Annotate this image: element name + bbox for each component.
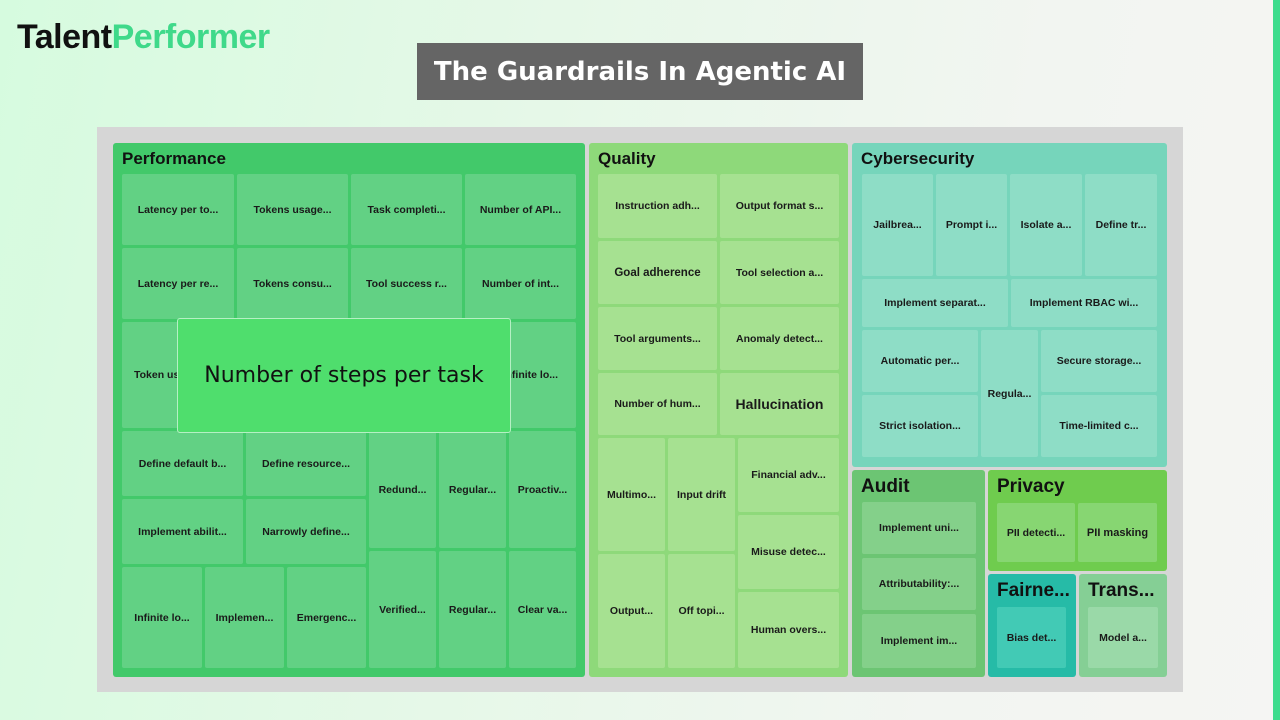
treemap-cell[interactable]: Latency per re... [122,248,234,319]
treemap-cell[interactable]: Strict isolation... [862,395,978,457]
treemap-cell[interactable]: Define default b... [122,431,243,496]
group-title-performance: Performance [122,149,226,168]
treemap-cell[interactable]: Hallucination [720,373,839,435]
treemap-cell[interactable]: Regular... [439,431,506,548]
treemap-cell[interactable]: Tool arguments... [598,307,717,370]
group-cybersecurity[interactable]: Cybersecurity Jailbrea... Prompt i... Is… [852,143,1167,467]
treemap-cell[interactable]: Off topi... [668,554,735,668]
treemap-cell[interactable]: Number of API... [465,174,576,245]
group-privacy[interactable]: Privacy PII detecti... PII masking [988,470,1167,571]
treemap-cell[interactable]: Implement im... [862,614,976,668]
accent-bar [1273,0,1280,720]
treemap-cell[interactable]: Infinite lo... [122,567,202,668]
treemap-cell[interactable]: Multimo... [598,438,665,551]
treemap-cell[interactable]: Clear va... [509,551,576,668]
hover-tooltip: Number of steps per task [177,318,511,433]
group-title-cybersecurity: Cybersecurity [861,149,975,168]
treemap-cell[interactable]: Input drift [668,438,735,551]
group-title-audit: Audit [861,476,910,497]
treemap-cell[interactable]: Secure storage... [1041,330,1157,392]
treemap-cell[interactable]: Define resource... [246,431,366,496]
brand-logo: TalentPerformer [17,18,270,57]
treemap-cell[interactable]: Output... [598,554,665,668]
treemap-cell[interactable]: Implement RBAC wi... [1011,279,1157,327]
treemap-cell[interactable]: Output format s... [720,174,839,238]
treemap-cell[interactable]: Model a... [1088,607,1158,668]
treemap-cell[interactable]: Tool success r... [351,248,462,319]
treemap-cell[interactable]: Misuse detec... [738,515,839,589]
treemap-cell[interactable]: Narrowly define... [246,499,366,564]
treemap-cell[interactable]: Automatic per... [862,330,978,392]
treemap-cell[interactable]: Prompt i... [936,174,1007,276]
treemap-cell[interactable]: Proactiv... [509,431,576,548]
treemap-cell[interactable]: Number of hum... [598,373,717,435]
treemap-cell[interactable]: Emergenc... [287,567,366,668]
treemap-cell[interactable]: Latency per to... [122,174,234,245]
treemap-cell[interactable]: Redund... [369,431,436,548]
treemap-cell[interactable]: Instruction adh... [598,174,717,238]
treemap-cell[interactable]: PII masking [1078,503,1157,562]
treemap-cell[interactable]: Implemen... [205,567,284,668]
page-title: The Guardrails In Agentic AI [417,43,863,100]
treemap-cell[interactable]: Bias det... [997,607,1066,668]
treemap-cell[interactable]: PII detecti... [997,503,1075,562]
treemap-cell[interactable]: Human overs... [738,592,839,668]
treemap-cell[interactable]: Anomaly detect... [720,307,839,370]
treemap-cell[interactable]: Goal adherence [598,241,717,304]
group-fairness[interactable]: Fairne... Bias det... [988,574,1076,677]
group-title-quality: Quality [598,149,656,168]
brand-logo-part2: Performer [111,18,271,56]
treemap-cell[interactable]: Define tr... [1085,174,1157,276]
group-quality[interactable]: Quality Instruction adh... Output format… [589,143,848,677]
treemap-cell[interactable]: Time-limited c... [1041,395,1157,457]
treemap-cell[interactable]: Implement separat... [862,279,1008,327]
treemap-cell[interactable]: Tool selection a... [720,241,839,304]
treemap-cell[interactable]: Tokens consu... [237,248,348,319]
group-title-privacy: Privacy [997,476,1065,497]
brand-logo-part1: Talent [17,18,112,56]
treemap-cell[interactable]: Isolate a... [1010,174,1082,276]
treemap-cell[interactable]: Number of int... [465,248,576,319]
group-title-fairness: Fairne... [997,580,1070,601]
treemap-cell[interactable]: Implement uni... [862,502,976,554]
treemap-cell[interactable]: Jailbrea... [862,174,933,276]
treemap-cell[interactable]: Regular... [439,551,506,668]
group-title-transparency: Trans... [1088,580,1155,601]
treemap-cell[interactable]: Tokens usage... [237,174,348,245]
treemap-cell[interactable]: Regula... [981,330,1038,457]
group-audit[interactable]: Audit Implement uni... Attributability:.… [852,470,985,677]
group-transparency[interactable]: Trans... Model a... [1079,574,1167,677]
treemap-cell[interactable]: Implement abilit... [122,499,243,564]
treemap-cell[interactable]: Verified... [369,551,436,668]
treemap-cell[interactable]: Task completi... [351,174,462,245]
treemap-cell[interactable]: Financial adv... [738,438,839,512]
treemap-cell[interactable]: Attributability:... [862,558,976,610]
